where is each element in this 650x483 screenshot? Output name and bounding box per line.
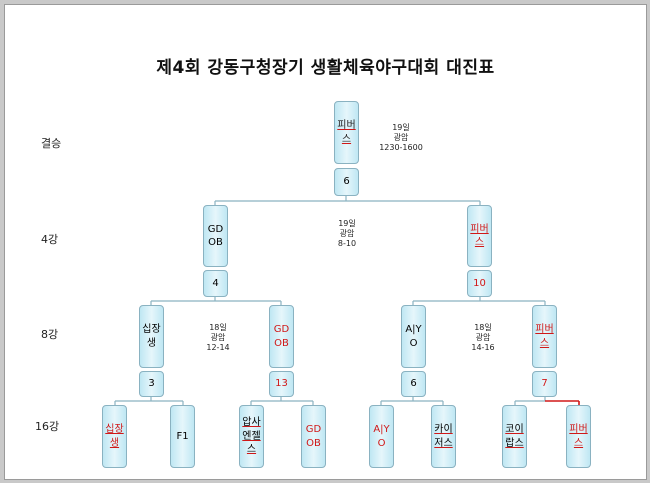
round16-team-2-box: F1 — [170, 405, 195, 468]
final-schedule: 19일 광암 1230-1600 — [371, 123, 431, 153]
quarterfinal-4-game-number: 7 — [532, 371, 557, 397]
page-title: 제4회 강동구청장기 생활체육야구대회 대진표 — [156, 58, 495, 78]
final-team-box: 피버스 — [334, 101, 359, 164]
final-date: 19일 — [392, 123, 410, 132]
quarterfinal-right-venue: 광암 — [475, 333, 491, 342]
round16-team-8-name: 피버스 — [569, 424, 588, 449]
semifinal-date: 19일 — [338, 219, 356, 228]
quarterfinal-3-team-box: A|YO — [401, 305, 426, 368]
quarterfinal-4-team-box: 피버스 — [532, 305, 557, 368]
round16-team-5-name: A|YO — [373, 424, 390, 449]
round-label-final: 결승 — [41, 137, 62, 150]
bracket-lines — [114, 196, 580, 405]
round16-team-1-name: 십장생 — [105, 424, 124, 449]
quarterfinal-4-team-name: 피버스 — [535, 324, 554, 349]
round16-team-7-name: 코이랍스 — [505, 424, 524, 449]
round16-team-7-box: 코이랍스 — [502, 405, 527, 468]
semifinal-schedule: 19일 광암 8-10 — [317, 219, 377, 249]
winner-path-lines — [545, 400, 580, 405]
quarterfinal-1-team-name: 십장생 — [142, 324, 161, 349]
final-time: 1230-1600 — [379, 143, 423, 152]
round16-team-4-box: GDOB — [301, 405, 326, 468]
quarterfinal-right-schedule: 18일 광암 14-16 — [453, 323, 513, 353]
round16-team-6-name: 카이저스 — [434, 424, 453, 449]
quarterfinal-1-game-number: 3 — [139, 371, 164, 397]
final-team-name: 피버스 — [337, 120, 356, 145]
semifinal-time: 8-10 — [337, 239, 357, 248]
semifinal-left-game-number: 4 — [203, 270, 228, 297]
quarterfinal-left-venue: 광암 — [210, 333, 226, 342]
final-game-number: 6 — [334, 168, 359, 196]
quarterfinal-left-time: 12-14 — [206, 343, 230, 352]
final-venue: 광암 — [393, 133, 409, 142]
semifinal-right-team-name: 피버스 — [470, 223, 489, 249]
semifinal-venue: 광암 — [339, 229, 355, 238]
bracket-sheet: 제4회 강동구청장기 생활체육야구대회 대진표 결승 4강 8강 16강 피버스… — [4, 4, 647, 480]
quarterfinal-right-time: 14-16 — [471, 343, 495, 352]
round16-team-6-box: 카이저스 — [431, 405, 456, 468]
round16-team-3-box: 압사엔젤스 — [239, 405, 264, 468]
round16-team-1-box: 십장생 — [102, 405, 127, 468]
quarterfinal-left-date: 18일 — [209, 323, 227, 332]
quarterfinal-1-team-box: 십장생 — [139, 305, 164, 368]
quarterfinal-3-game-number: 6 — [401, 371, 426, 397]
semifinal-left-team-box: GDOB — [203, 205, 228, 267]
round-label-semifinal: 4강 — [41, 233, 59, 246]
quarterfinal-3-team-name: A|YO — [405, 324, 422, 349]
quarterfinal-2-team-box: GDOB — [269, 305, 294, 368]
quarterfinal-2-team-name: GDOB — [273, 324, 290, 349]
round16-team-4-name: GDOB — [305, 424, 322, 449]
round16-team-2-name: F1 — [176, 430, 189, 442]
round16-team-3-name: 압사엔젤스 — [242, 417, 261, 456]
quarterfinal-right-date: 18일 — [474, 323, 492, 332]
semifinal-right-team-box: 피버스 — [467, 205, 492, 267]
semifinal-left-team-name: GDOB — [207, 223, 224, 249]
round-label-quarterfinal: 8강 — [41, 328, 59, 341]
quarterfinal-left-schedule: 18일 광암 12-14 — [188, 323, 248, 353]
round16-team-8-box: 피버스 — [566, 405, 591, 468]
round-label-round-of-16: 16강 — [35, 420, 60, 433]
quarterfinal-2-game-number: 13 — [269, 371, 294, 397]
round16-team-5-box: A|YO — [369, 405, 394, 468]
semifinal-right-game-number: 10 — [467, 270, 492, 297]
